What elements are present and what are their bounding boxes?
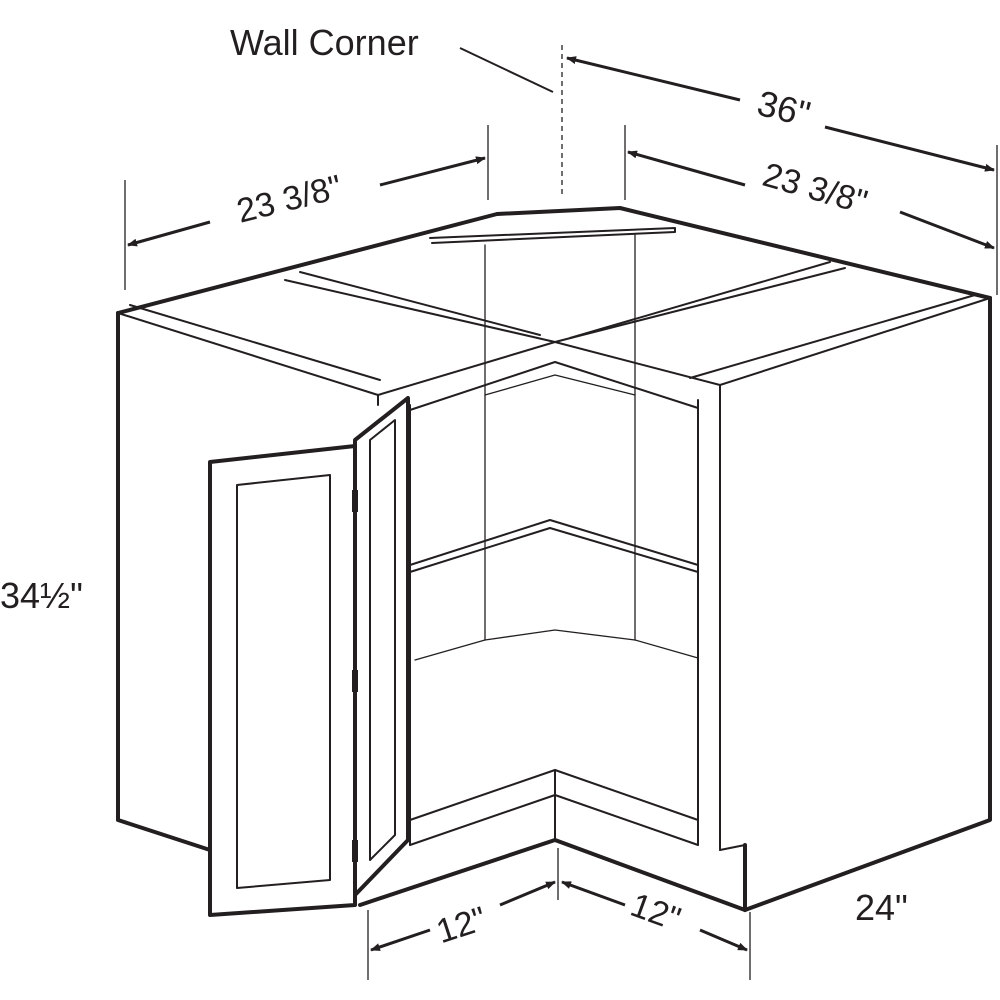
- wall-corner-leader: [459, 47, 554, 93]
- bifold-door[interactable]: [208, 396, 410, 917]
- right-opening-label: 12": [626, 886, 686, 939]
- top-rail-right-b: [569, 261, 831, 339]
- dim-arrow: [899, 210, 995, 250]
- lower-shelf-right: [634, 639, 699, 659]
- top-right-front-edge: [719, 297, 991, 386]
- lower-shelf-left: [414, 639, 486, 661]
- shelf-front: [409, 519, 699, 566]
- opening-top: [409, 361, 699, 411]
- dim-arrow: [499, 880, 556, 907]
- top-rail-right: [554, 267, 846, 343]
- dim-arrow: [127, 220, 211, 247]
- left-depth-label: 23 3/8": [233, 168, 346, 231]
- left-side-panel: [116, 311, 212, 852]
- door-right-panel: [369, 419, 396, 861]
- dim-arrow: [370, 928, 431, 952]
- height-label: 34½": [0, 575, 83, 616]
- top-rail-right-front: [689, 294, 976, 379]
- overall-width-label: 36": [753, 82, 814, 135]
- hinge-icon: [352, 490, 358, 512]
- door-right-leaf[interactable]: [353, 396, 410, 897]
- face-frame-top: [377, 341, 721, 396]
- dim-arrow: [566, 56, 741, 102]
- top-rail-left-front: [129, 304, 381, 381]
- shelf-edge: [409, 527, 699, 573]
- hinge-icon: [352, 840, 358, 862]
- top-left-front-edge: [117, 312, 379, 396]
- depth-label: 24": [855, 887, 908, 928]
- wall-corner-label: Wall Corner: [230, 22, 419, 63]
- door-left-panel: [236, 474, 331, 889]
- dim-arrow: [627, 150, 746, 187]
- interior-back-top: [484, 374, 636, 396]
- top-rail-left: [284, 279, 556, 343]
- top-rail-left-b: [299, 271, 541, 336]
- interior-back-bottom: [484, 629, 636, 641]
- right-base: [719, 844, 746, 851]
- top-back-rail: [429, 227, 676, 244]
- dim-arrow: [824, 125, 995, 172]
- dim-arrow: [379, 156, 486, 187]
- right-depth-label: 23 3/8": [759, 156, 872, 222]
- toe-kick: [358, 838, 747, 912]
- cabinet-body: [116, 206, 992, 912]
- right-side-panel: [743, 296, 992, 912]
- left-opening-label: 12": [432, 900, 491, 952]
- top-outline: [116, 206, 992, 315]
- dim-arrow: [561, 880, 626, 907]
- dimensions: [124, 45, 998, 980]
- door-left-leaf[interactable]: [208, 444, 357, 917]
- hinge-icon: [352, 670, 358, 692]
- dim-arrow: [699, 928, 748, 952]
